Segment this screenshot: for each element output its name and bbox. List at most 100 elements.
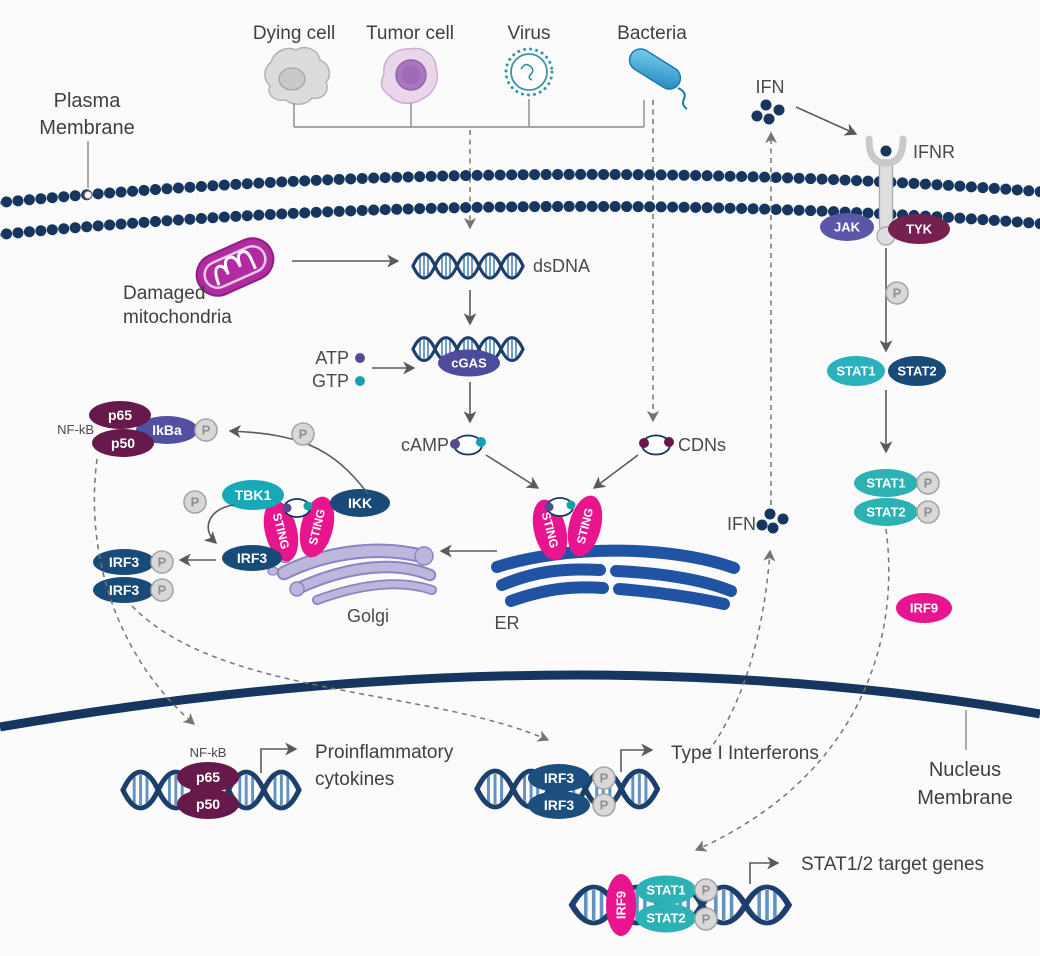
jak-node-label: JAK — [834, 220, 861, 235]
svg-text:P: P — [600, 798, 609, 813]
damaged-mitochondria-label-line1: Damaged — [123, 283, 205, 304]
irf9-node-label: IRF9 — [910, 601, 938, 616]
svg-text:P: P — [158, 583, 167, 598]
irf3-gene-top-label: IRF3 — [544, 770, 575, 786]
bacteria-icon — [628, 48, 688, 110]
phospho-ikba: P — [194, 418, 218, 442]
dsdna-label: dsDNA — [533, 256, 590, 276]
atp-dot — [355, 353, 365, 363]
camp-label: cAMP — [401, 435, 449, 455]
ifn-cytoplasm-dots — [756, 508, 789, 534]
ifnr-receptor — [865, 135, 907, 246]
cdns-to-sting-arrow — [592, 454, 639, 489]
cgas-node — [438, 349, 500, 377]
p50-node-label: p50 — [111, 435, 135, 451]
stat2-node-label: STAT2 — [897, 364, 936, 379]
virus-label: Virus — [508, 23, 551, 44]
plasma-membrane-label-line1: Plasma — [54, 90, 122, 112]
tyk-node-label: TYK — [906, 222, 933, 237]
proinflammatory-label-line1: Proinflammatory — [315, 742, 454, 763]
stat1-gene-label: STAT1 — [646, 883, 685, 898]
er-organelle — [491, 544, 740, 610]
cgamp-ring-golgi — [282, 498, 313, 518]
p65-node — [89, 401, 151, 429]
p50-node — [92, 429, 154, 457]
phospho-stat2: P — [916, 500, 940, 524]
trigger-bracket — [293, 99, 645, 128]
nucleus-membrane-label-line1: Nucleus — [929, 759, 1001, 781]
ikk-phospho-arrow — [228, 425, 369, 495]
tbk1-phospho-arrow — [203, 504, 235, 544]
phospho-irf3-gene-top: P — [592, 766, 616, 790]
camp-molecule — [450, 434, 486, 456]
irf9-node — [896, 593, 952, 623]
irf3-gene-bottom-node — [528, 791, 590, 819]
svg-text:P: P — [924, 505, 933, 520]
gtp-dot — [355, 376, 365, 386]
svg-text:P: P — [893, 286, 902, 301]
svg-text:P: P — [702, 912, 711, 927]
camp-to-sting-arrow — [485, 454, 540, 489]
irf3-dimer-top-label: IRF3 — [109, 554, 140, 570]
virus-icon — [504, 47, 554, 97]
tumor-cell-icon — [380, 47, 438, 104]
ikba-node-label: IkBa — [152, 422, 182, 438]
stat2-node — [888, 356, 946, 386]
p50-gene-node — [177, 789, 239, 819]
jak-node — [820, 213, 874, 241]
irf3-dimer-bottom-label: IRF3 — [109, 582, 140, 598]
sting-dimer-er: STING STING — [532, 495, 603, 561]
p65-gene-label: p65 — [196, 769, 220, 785]
nfkb-gene-label: NF-kB — [190, 745, 227, 760]
stat-gene-complex: IRF9 STAT1 STAT2 P P STAT1/2 target gene… — [572, 854, 984, 936]
irf3-dimer-bottom — [93, 577, 155, 603]
cdns-label: CDNs — [678, 435, 726, 455]
stat-target-genes-label: STAT1/2 target genes — [801, 854, 984, 875]
ikk-node-label: IKK — [348, 495, 372, 511]
golgi-label: Golgi — [347, 606, 389, 626]
type-i-interferons-label: Type I Interferons — [671, 743, 819, 764]
phospho-stat2-gene: P — [694, 907, 718, 931]
damaged-mitochondria-icon — [195, 237, 275, 297]
phospho-moving-nfkb: P — [291, 422, 315, 446]
dying-cell-icon — [264, 46, 331, 105]
stat1-gene-node — [636, 875, 696, 905]
plasma-membrane-label-line2: Membrane — [39, 117, 135, 139]
stat1-node-label: STAT1 — [836, 364, 875, 379]
phospho-stat1-gene: P — [694, 878, 718, 902]
irf3-node — [222, 545, 282, 571]
ifn-secreted-dots — [751, 99, 785, 125]
stat-target-genes-arrow — [749, 856, 780, 884]
phospho-tbk1: P — [183, 490, 207, 514]
phospho-irf3-top: P — [150, 550, 174, 574]
gtp-label: GTP — [312, 371, 349, 391]
svg-text:P: P — [191, 495, 200, 510]
bacteria-label: Bacteria — [617, 23, 687, 44]
phospho-irf3-bottom: P — [150, 578, 174, 602]
nucleus-membrane — [0, 670, 1040, 732]
irf3-gene-bottom-label: IRF3 — [544, 797, 575, 813]
phospho-receptor: P — [885, 281, 909, 305]
ifn-secreted-label: IFN — [756, 77, 785, 97]
ikba-node — [136, 416, 198, 444]
stat1-phospho-label: STAT1 — [866, 476, 905, 491]
ifn-cytoplasm-label: IFN — [727, 514, 756, 534]
irf9-gene-label: IRF9 — [614, 891, 629, 919]
proinflammatory-label-line2: cytokines — [315, 769, 394, 790]
phospho-irf3-gene-bottom: P — [592, 793, 616, 817]
tumor-cell-label: Tumor cell — [366, 23, 454, 44]
atp-label: ATP — [315, 348, 349, 368]
svg-text:P: P — [158, 555, 167, 570]
irf3-dimer-top — [93, 549, 155, 575]
tbk1-node-label: TBK1 — [235, 487, 272, 503]
p65-gene-node — [177, 762, 239, 792]
p50-gene-label: p50 — [196, 796, 220, 812]
stat2-gene-node — [636, 903, 696, 933]
nfkb-complex-label: NF-kB — [57, 422, 94, 437]
tyk-node — [888, 214, 950, 244]
dsdna-helix — [411, 252, 525, 280]
ifn-export-dashed-lower — [707, 549, 776, 753]
ifnr-label: IFNR — [913, 142, 955, 162]
